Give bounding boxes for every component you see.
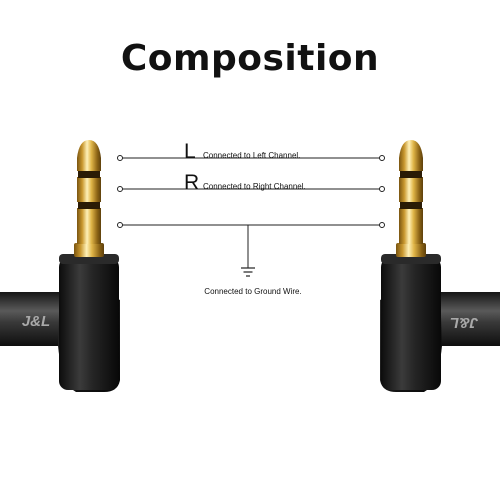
left-plug-body — [59, 258, 119, 390]
right-logo-icon: J&L — [450, 314, 478, 331]
svg-text:J&L: J&L — [22, 313, 50, 330]
right-ring — [399, 177, 423, 202]
right-sleeve — [399, 208, 423, 244]
svg-text:J&L: J&L — [450, 314, 478, 331]
left-logo-icon: J&L — [22, 313, 50, 330]
right-plug-body — [381, 258, 441, 390]
left-channel-line — [117, 155, 385, 161]
right-channel-label: Connected to Right Channel. — [203, 182, 306, 191]
right-channel-letter: R — [184, 171, 199, 194]
left-tip — [77, 140, 101, 171]
right-channel-line — [117, 186, 385, 192]
ground-label: Connected to Ground Wire. — [204, 287, 301, 296]
left-channel-label: Connected to Left Channel. — [203, 151, 300, 160]
right-audio-plug: J&L — [380, 140, 500, 392]
left-channel-letter: L — [184, 140, 196, 163]
diagram-title: Composition — [120, 38, 380, 79]
left-ring — [77, 177, 101, 202]
left-sleeve — [77, 208, 101, 244]
right-tip — [399, 140, 423, 171]
left-audio-plug: J&L — [0, 140, 120, 392]
ground-line — [117, 222, 385, 268]
ground-symbol-icon — [241, 267, 255, 277]
